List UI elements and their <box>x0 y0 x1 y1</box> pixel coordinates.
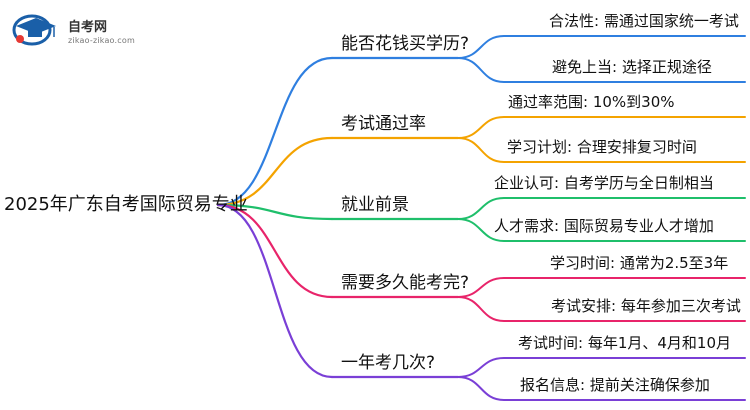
root-link-1 <box>216 136 334 207</box>
root-link-2 <box>216 203 334 221</box>
root-link-3 <box>216 203 334 299</box>
branch-employment: 就业前景 <box>341 195 409 215</box>
root-node: 2025年广东自考国际贸易专业 <box>4 194 248 215</box>
leaf-link-3-1 <box>457 296 746 322</box>
leaf-pass-rate-range: 通过率范围: 10%到30% <box>508 93 675 111</box>
leaf-exam-months: 考试时间: 每年1月、4月和10月 <box>518 334 731 352</box>
leaf-link-0-0 <box>457 35 746 59</box>
site-logo: 自考网 zikao-zikao.com <box>8 6 158 50</box>
graduation-cap-icon <box>12 14 56 46</box>
logo-url: zikao-zikao.com <box>68 36 135 45</box>
branch-exam-frequency: 一年考几次? <box>341 353 436 373</box>
root-link-4 <box>216 203 334 379</box>
leaf-registration-info: 报名信息: 提前关注确保参加 <box>520 376 710 394</box>
branch-pass-rate: 考试通过率 <box>341 114 426 134</box>
branch-can-buy-degree: 能否花钱买学历? <box>341 34 470 54</box>
leaf-link-0-1 <box>457 57 746 83</box>
leaf-study-time: 学习时间: 通常为2.5至3年 <box>550 254 729 272</box>
leaf-legality: 合法性: 需通过国家统一考试 <box>549 12 739 30</box>
leaf-talent-demand: 人才需求: 国际贸易专业人才增加 <box>494 217 714 235</box>
leaf-exam-schedule: 考试安排: 每年参加三次考试 <box>551 297 741 315</box>
leaf-study-plan: 学习计划: 合理安排复习时间 <box>507 138 697 156</box>
logo-title: 自考网 <box>68 20 108 35</box>
leaf-employer-recognition: 企业认可: 自考学历与全日制相当 <box>494 174 714 192</box>
leaf-link-2-0 <box>457 197 746 220</box>
leaf-link-2-1 <box>457 218 746 242</box>
leaf-link-1-1 <box>457 137 746 163</box>
leaf-link-1-0 <box>457 116 746 139</box>
branch-duration: 需要多久能考完? <box>341 273 470 293</box>
leaf-link-4-0 <box>457 357 746 378</box>
root-link-0 <box>216 56 334 207</box>
leaf-avoid-scam: 避免上当: 选择正规途径 <box>552 58 712 76</box>
leaf-link-4-1 <box>457 376 746 401</box>
leaf-link-3-0 <box>457 277 746 298</box>
